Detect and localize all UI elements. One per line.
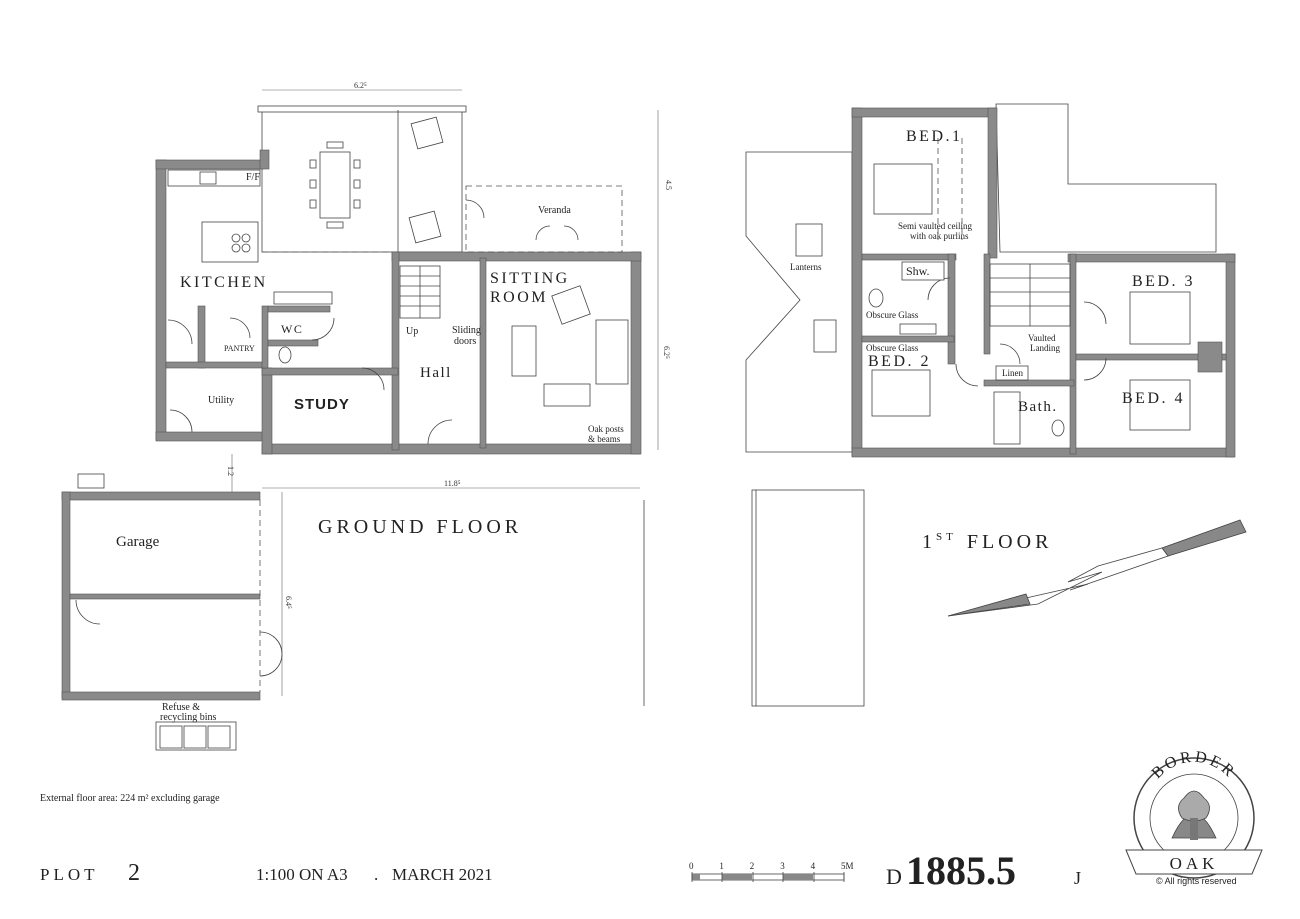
svg-text:OAK: OAK (1170, 854, 1219, 873)
date-text: MARCH 2021 (392, 865, 493, 884)
wc-label: WC (281, 322, 303, 336)
linen-label: Linen (1002, 368, 1023, 378)
roof-outline (643, 489, 865, 707)
refuse-label-2: recycling bins (160, 712, 216, 723)
sitting-room-label-1: SITTING (490, 270, 570, 287)
drawing-prefix: D (886, 864, 902, 889)
ground-floor-plan (155, 89, 659, 696)
svg-text:11.8⁵: 11.8⁵ (444, 479, 461, 488)
bed3-label: BED. 3 (1132, 273, 1195, 290)
veranda-label: Veranda (538, 205, 571, 216)
north-arrow (947, 519, 1247, 617)
kitchen-label: KITCHEN (180, 274, 268, 291)
garage-plan (61, 473, 283, 751)
plot-number: 2 (128, 860, 140, 886)
sliding-doors-label-2: doors (454, 336, 476, 347)
scale-bar-labels: 0 1 2 3 4 5M (689, 861, 854, 871)
refuse-label-1: Refuse & (162, 702, 200, 713)
scale-tick-label: 5M (841, 861, 854, 871)
scale-text: 1:100 ON A3 (256, 865, 348, 884)
copyright-text: © All rights reserved (1156, 876, 1237, 886)
plot-label: PLOT (40, 865, 99, 884)
obscure-glass-label-1: Obscure Glass (866, 310, 919, 320)
ground-floor-title: GROUND FLOOR (318, 516, 522, 538)
drawing-number: 1885.5 (906, 848, 1016, 893)
bed1-label: BED.1 (906, 128, 963, 145)
lanterns-label: Lanterns (790, 262, 822, 272)
semi-vaulted-label-1: Semi vaulted ceiling (898, 221, 972, 231)
svg-text:4.5: 4.5 (664, 180, 673, 190)
scale-tick-label: 4 (811, 861, 816, 871)
shower-label: Shw. (906, 264, 930, 278)
external-area-note: External floor area: 224 m² excluding ga… (40, 793, 220, 804)
oak-posts-label-1: Oak posts (588, 424, 624, 434)
drawing-suffix: J (1074, 868, 1081, 888)
svg-text:.: . (374, 865, 378, 884)
svg-text:6.2⁵: 6.2⁵ (354, 81, 367, 90)
vaulted-landing-label-1: Vaulted (1028, 333, 1056, 343)
study-label: STUDY (294, 396, 350, 413)
ground-floor-labels: KITCHEN F/F PANTRY WC Utility STUDY Hall… (116, 172, 624, 723)
pantry-label: PANTRY (224, 344, 255, 353)
bed4-label: BED. 4 (1122, 390, 1185, 407)
sliding-doors-label-1: Sliding (452, 325, 481, 336)
dimension-labels: 6.2⁵ 4.5 6.2⁵ 11.8⁵ 1.2 6.4⁵ (226, 81, 673, 609)
scale-tick-label: 3 (780, 861, 785, 871)
vaulted-landing-label-2: Landing (1030, 343, 1060, 353)
border-oak-logo: BORDER OAK (1125, 749, 1263, 879)
oak-posts-label-2: & beams (588, 434, 621, 444)
utility-label: Utility (208, 395, 234, 406)
svg-text:1.2: 1.2 (226, 466, 235, 476)
scale-tick-label: 1 (719, 861, 724, 871)
hall-label: Hall (420, 365, 452, 381)
scale-tick-label: 0 (689, 861, 694, 871)
svg-text:6.2⁵: 6.2⁵ (662, 346, 671, 359)
ff-label: F/F (246, 172, 260, 183)
bath-label: Bath. (1018, 399, 1058, 415)
garage-label: Garage (116, 534, 160, 550)
first-floor-plan (745, 103, 1236, 458)
obscure-glass-label-2: Obscure Glass (866, 343, 919, 353)
semi-vaulted-label-2: with oak purlins (910, 231, 969, 241)
first-floor-labels: BED.1 Semi vaulted ceiling with oak purl… (790, 128, 1195, 415)
svg-text:6.4⁵: 6.4⁵ (284, 596, 293, 609)
footer: External floor area: 224 m² excluding ga… (40, 793, 1237, 893)
sitting-room-label-2: ROOM (490, 289, 548, 306)
scale-bar (691, 872, 845, 882)
scale-tick-label: 2 (750, 861, 755, 871)
bed2-label: BED. 2 (868, 353, 931, 370)
up-label: Up (406, 326, 418, 337)
